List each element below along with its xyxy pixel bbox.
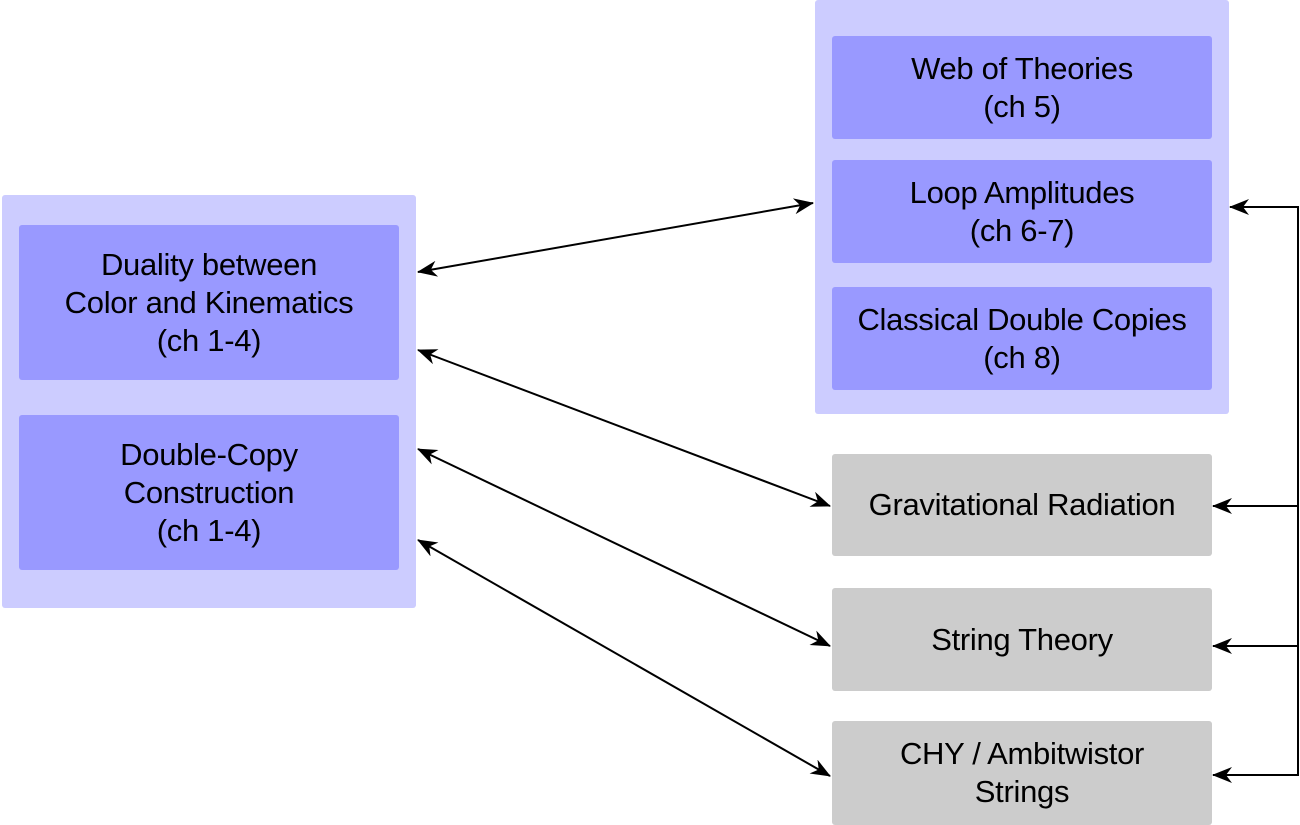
node-duality-color-kinematics[interactable]: Duality between Color and Kinematics (ch…: [19, 225, 399, 380]
node-label: Web of Theories (ch 5): [911, 50, 1133, 124]
node-label: Duality between Color and Kinematics (ch…: [64, 246, 354, 358]
node-label: Double-Copy Construction (ch 1-4): [120, 436, 298, 548]
node-loop-amplitudes[interactable]: Loop Amplitudes (ch 6-7): [832, 160, 1212, 263]
edge-foundations-extensions[interactable]: [417, 198, 814, 277]
node-label: Gravitational Radiation: [868, 487, 1176, 522]
node-label: CHY / Ambitwistor Strings: [899, 736, 1145, 809]
node-string-theory[interactable]: String Theory: [832, 588, 1212, 691]
node-chy-ambitwistor-strings[interactable]: CHY / Ambitwistor Strings: [832, 721, 1212, 825]
node-web-of-theories[interactable]: Web of Theories (ch 5): [832, 36, 1212, 139]
edge-foundations-gravitational-radiation[interactable]: [417, 349, 831, 507]
node-label: Loop Amplitudes (ch 6-7): [909, 174, 1135, 248]
edge-foundations-string-theory[interactable]: [417, 448, 831, 647]
node-label: Classical Double Copies (ch 8): [857, 301, 1187, 375]
node-classical-double-copies[interactable]: Classical Double Copies (ch 8): [832, 287, 1212, 390]
node-double-copy-construction[interactable]: Double-Copy Construction (ch 1-4): [19, 415, 399, 570]
edge-foundations-chy[interactable]: [417, 539, 831, 777]
node-gravitational-radiation[interactable]: Gravitational Radiation: [832, 454, 1212, 556]
node-label: String Theory: [931, 621, 1113, 657]
